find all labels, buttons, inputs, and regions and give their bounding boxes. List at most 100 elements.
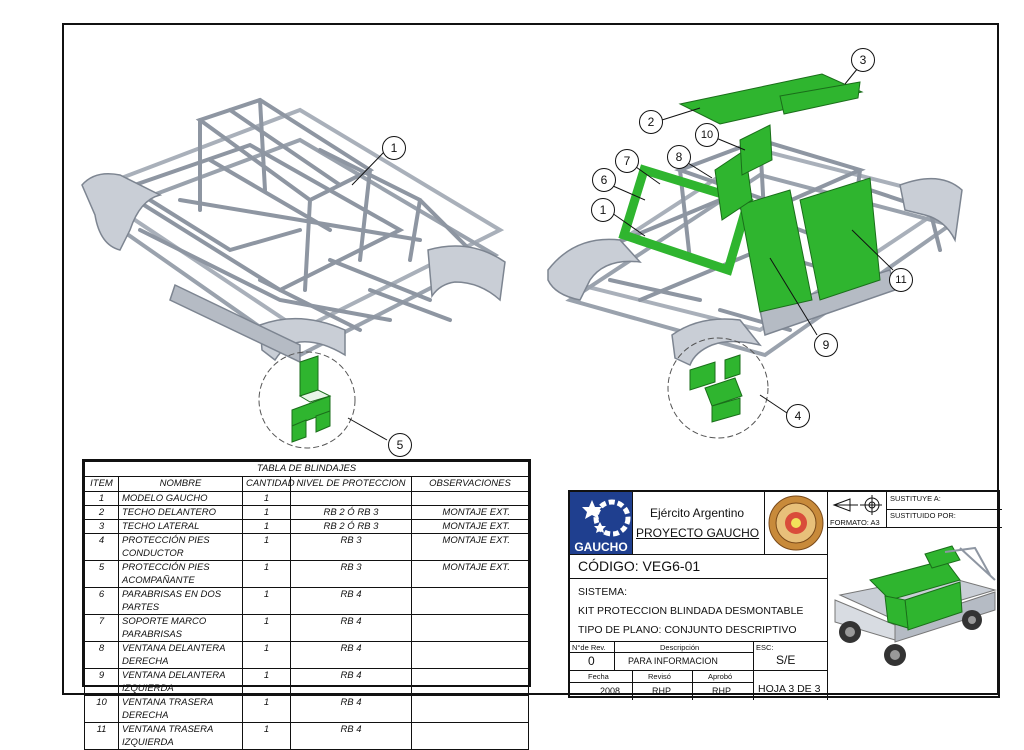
row-item: 2 bbox=[84, 505, 119, 520]
callout-1-left: 1 bbox=[382, 136, 406, 160]
front-right-window bbox=[739, 189, 813, 313]
row-item: 11 bbox=[84, 722, 119, 750]
system-label: SISTEMA: bbox=[578, 586, 628, 598]
row-obs bbox=[411, 641, 529, 669]
row-qty: 1 bbox=[242, 641, 291, 669]
parts-table-header: ITEM NOMBRE CANTIDAD NIVEL DE PROTECCION… bbox=[84, 476, 529, 492]
left-vehicle-fenders bbox=[81, 173, 506, 364]
rev-number: 0 bbox=[588, 654, 595, 668]
row-qty: 1 bbox=[242, 614, 291, 642]
row-name: VENTANA TRASERA DERECHA bbox=[118, 695, 243, 723]
detail-circle-right bbox=[667, 337, 769, 439]
row-qty: 1 bbox=[242, 587, 291, 615]
row-obs bbox=[411, 614, 529, 642]
callout-3: 3 bbox=[851, 48, 875, 72]
army-seal bbox=[766, 494, 826, 552]
right-vehicle-armor bbox=[618, 73, 881, 313]
reviewed-label: Revisó bbox=[648, 672, 671, 681]
scale-label: ESC: bbox=[756, 643, 774, 652]
row-obs bbox=[411, 668, 529, 696]
revision-description: PARA INFORMACION bbox=[628, 656, 718, 666]
callout-10: 10 bbox=[695, 123, 719, 147]
row-item: 10 bbox=[84, 695, 119, 723]
row-level: RB 2 Ó RB 3 bbox=[290, 519, 412, 534]
row-level: RB 4 bbox=[290, 722, 412, 750]
left-vehicle-frame bbox=[85, 97, 505, 358]
row-name: TECHO LATERAL bbox=[118, 519, 243, 534]
row-obs: MONTAJE EXT. bbox=[411, 505, 529, 520]
reviewed-value: RHP bbox=[652, 686, 672, 696]
roof-side-panel bbox=[779, 81, 861, 115]
callout-2: 2 bbox=[639, 110, 663, 134]
star-icon bbox=[582, 499, 631, 537]
header-obs: OBSERVACIONES bbox=[411, 476, 529, 492]
title-block: GAUCHO Ejército Argentino PROYECTO GAUCH… bbox=[568, 490, 1002, 700]
row-obs bbox=[411, 722, 529, 750]
row-name: PROTECCIÓN PIES ACOMPAÑANTE bbox=[118, 560, 243, 588]
rear-right-window bbox=[739, 124, 773, 176]
leader-lines bbox=[347, 67, 894, 441]
callout-11: 11 bbox=[889, 268, 913, 292]
callout-4: 4 bbox=[786, 404, 810, 428]
row-name: VENTANA TRASERA IZQUIERDA bbox=[118, 722, 243, 750]
format-label: FORMATO: A3 bbox=[830, 518, 880, 527]
row-item: 5 bbox=[84, 560, 119, 588]
row-obs: MONTAJE EXT. bbox=[411, 560, 529, 588]
row-obs: MONTAJE EXT. bbox=[411, 519, 529, 534]
sheet-number: HOJA 3 DE 3 bbox=[758, 683, 821, 695]
desc-label: Descripción bbox=[660, 643, 700, 652]
header-level: NIVEL DE PROTECCION bbox=[290, 476, 412, 492]
header-item: ITEM bbox=[84, 476, 119, 492]
row-qty: 1 bbox=[242, 519, 291, 534]
approved-label: Aprobó bbox=[708, 672, 733, 681]
row-name: TECHO DELANTERO bbox=[118, 505, 243, 520]
kit-description: KIT PROTECCION BLINDADA DESMONTABLE bbox=[578, 605, 804, 617]
row-qty: 1 bbox=[242, 533, 291, 561]
replaced-by-label: SUSTITUIDO POR: bbox=[890, 511, 956, 520]
date-value: 2008 bbox=[600, 686, 621, 696]
row-obs bbox=[411, 587, 529, 615]
row-level: RB 4 bbox=[290, 668, 412, 696]
windshield-frame bbox=[618, 164, 754, 276]
roof-front-panel bbox=[678, 73, 864, 125]
rev-label: N°de Rev. bbox=[572, 643, 606, 652]
row-level: RB 3 bbox=[290, 533, 412, 561]
drawing-code: CÓDIGO: VEG6-01 bbox=[578, 558, 701, 574]
projection-symbol-icon bbox=[832, 495, 882, 515]
row-name: MODELO GAUCHO bbox=[118, 491, 243, 506]
row-name: VENTANA DELANTERA IZQUIERDA bbox=[118, 668, 243, 696]
logo-text: GAUCHO bbox=[574, 540, 628, 554]
row-level: RB 4 bbox=[290, 695, 412, 723]
row-item: 3 bbox=[84, 519, 119, 534]
callout-5: 5 bbox=[388, 433, 412, 457]
row-item: 1 bbox=[84, 491, 119, 506]
header-qty: CANTIDAD bbox=[242, 476, 295, 492]
row-qty: 1 bbox=[242, 668, 291, 696]
row-name: VENTANA DELANTERA DERECHA bbox=[118, 641, 243, 669]
row-qty: 1 bbox=[242, 560, 291, 588]
row-level bbox=[290, 491, 412, 506]
row-item: 7 bbox=[84, 614, 119, 642]
row-level: RB 2 Ó RB 3 bbox=[290, 505, 412, 520]
row-obs bbox=[411, 491, 529, 506]
row-level: RB 3 bbox=[290, 560, 412, 588]
callout-8: 8 bbox=[667, 145, 691, 169]
detail-circle-left bbox=[258, 351, 356, 449]
gaucho-logo: GAUCHO bbox=[570, 492, 632, 554]
row-item: 4 bbox=[84, 533, 119, 561]
rear-window bbox=[799, 177, 881, 301]
header-name: NOMBRE bbox=[118, 476, 243, 492]
row-qty: 1 bbox=[242, 722, 291, 750]
row-name: SOPORTE MARCO PARABRISAS bbox=[118, 614, 243, 642]
parts-table: TABLA DE BLINDAJES ITEM NOMBRE CANTIDAD … bbox=[82, 459, 531, 750]
